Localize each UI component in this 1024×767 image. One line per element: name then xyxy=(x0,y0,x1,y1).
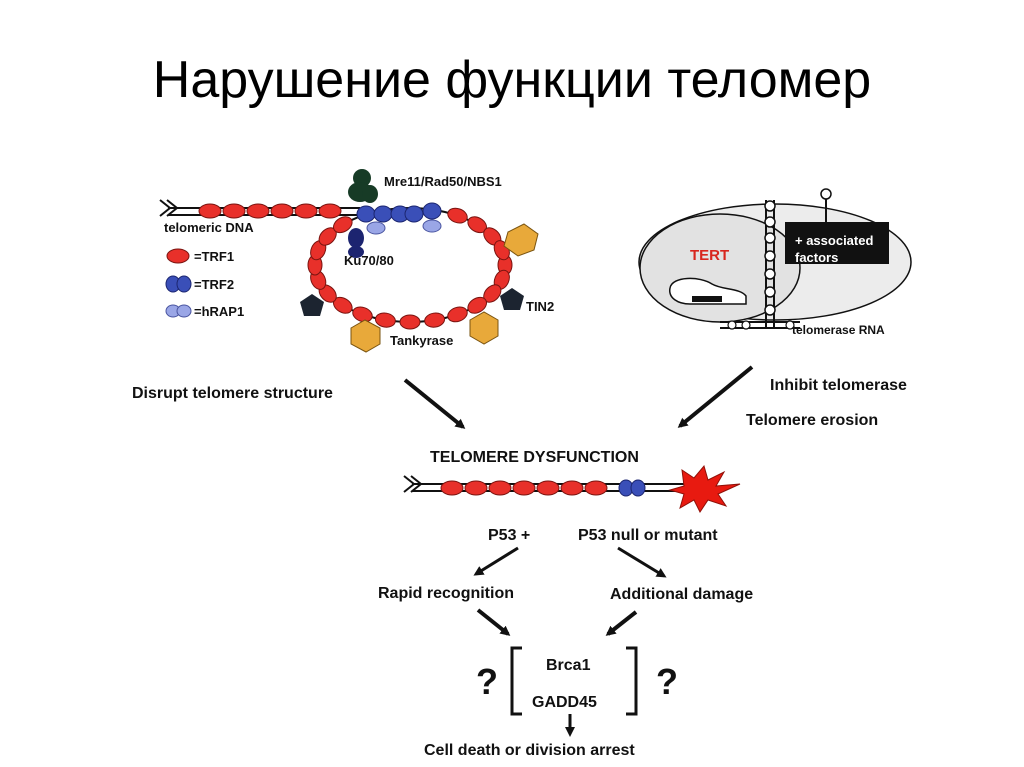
right-question-mark: ? xyxy=(656,661,678,702)
arrow-disrupt xyxy=(403,378,466,429)
dysfunctional-telomere xyxy=(403,464,741,513)
dysfunction-label: TELOMERE DYSFUNCTION xyxy=(430,449,639,466)
trf1-bead xyxy=(447,306,468,323)
tankyrase-shapes xyxy=(350,223,539,353)
arrow-p53-plus xyxy=(473,546,519,576)
mre11-complex-shape xyxy=(348,169,378,203)
arrow-additional xyxy=(605,610,638,636)
factors-line2: factors xyxy=(795,250,838,265)
arrow-rapid xyxy=(476,608,511,636)
left-question-mark: ? xyxy=(476,661,498,702)
gadd45-label: GADD45 xyxy=(532,694,597,711)
left-bracket xyxy=(510,646,522,716)
tin2-label: TIN2 xyxy=(526,299,554,314)
arrow-p53-null xyxy=(617,546,667,578)
telomerase-rna-label: telomerase RNA xyxy=(792,323,885,337)
ku-label: Ku70/80 xyxy=(344,253,394,268)
tin2-shapes xyxy=(300,288,524,316)
legend-trf1-label: =TRF1 xyxy=(194,249,234,264)
p53-plus-label: P53 + xyxy=(488,527,530,544)
additional-label: Additional damage xyxy=(610,586,753,603)
outcome-label: Cell death or division arrest xyxy=(424,742,635,759)
trf1-bead xyxy=(424,312,446,328)
telomere-loop-panel: Mre11/Rad50/NBS1 telomeric DNA Ku70/80 T… xyxy=(159,169,554,353)
trf1-bead xyxy=(399,314,421,330)
trf2-cluster xyxy=(356,202,442,235)
trf1-loop-beads xyxy=(307,207,513,330)
tert-label: TERT xyxy=(690,247,729,264)
erosion-label: Telomere erosion xyxy=(746,412,878,429)
trf1-bead xyxy=(447,207,468,224)
p53-null-label: P53 null or mutant xyxy=(578,527,718,544)
tankyrase-label: Tankyrase xyxy=(390,333,453,348)
mre11-label: Mre11/Rad50/NBS1 xyxy=(384,174,502,189)
trf1-bead xyxy=(467,296,487,314)
brca1-label: Brca1 xyxy=(546,657,591,674)
legend: =TRF1 =TRF2 =hRAP1 xyxy=(165,248,244,319)
rapid-label: Rapid recognition xyxy=(378,585,514,602)
telomeric-dna-label: telomeric DNA xyxy=(164,220,254,235)
slide-title: Нарушение функции теломер xyxy=(152,51,872,109)
ku70-80-shape xyxy=(348,228,364,258)
right-bracket xyxy=(626,646,638,716)
arrow-inhibit xyxy=(677,365,754,428)
telomerase-panel: + associated factors TERT telomerase RNA xyxy=(638,188,912,337)
disrupt-label: Disrupt telomere structure xyxy=(132,385,333,402)
damage-burst xyxy=(668,464,741,513)
legend-trf2-label: =TRF2 xyxy=(194,277,234,292)
flow: Disrupt telomere structure Inhibit telom… xyxy=(132,365,907,759)
trf1-tail-beads xyxy=(198,203,342,219)
trf1-bead xyxy=(333,216,353,234)
trf1-bead xyxy=(352,306,373,323)
factors-line1: + associated xyxy=(795,233,873,248)
inhibit-label: Inhibit telomerase xyxy=(770,377,907,394)
legend-hrap1-label: =hRAP1 xyxy=(194,304,244,319)
trf1-bead xyxy=(374,312,396,328)
